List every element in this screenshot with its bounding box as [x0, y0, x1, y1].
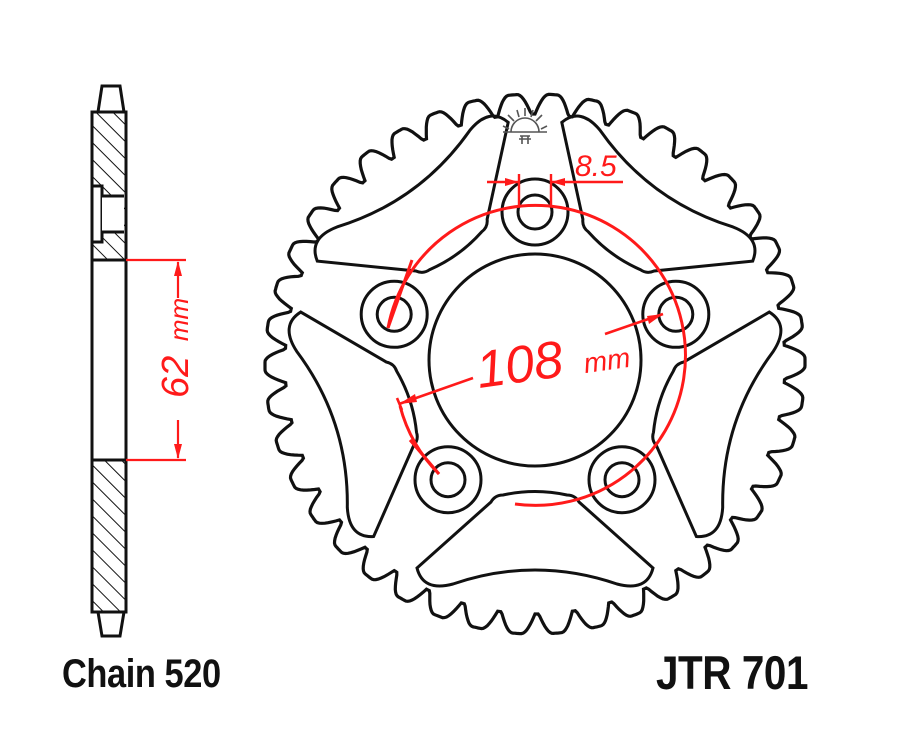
- lightening-cutout: [415, 490, 655, 588]
- bolt-hole: [429, 461, 467, 499]
- hub-bore-value: 62 mm: [155, 298, 197, 398]
- bolt-hole: [516, 193, 554, 231]
- bolt-hole-value: 8.5: [575, 150, 617, 183]
- bolt-circle-value: 108 mm: [473, 321, 633, 400]
- bolt-boss-ring: [500, 177, 570, 247]
- bolt-boss-ring: [587, 445, 657, 515]
- lightening-cutout: [560, 114, 757, 274]
- sprocket-front-view: 108 mm 8.5: [263, 92, 807, 636]
- part-number-label: JTR 701: [656, 646, 809, 699]
- bolt-boss-ring: [641, 279, 711, 349]
- jt-sunrise-logo-icon: [502, 108, 548, 144]
- hub-bore-dimension: [126, 258, 186, 462]
- bolt-hole: [603, 461, 641, 499]
- bolt-circle-arc: [386, 203, 687, 507]
- center-bore: [427, 252, 643, 468]
- lightening-cutout: [313, 114, 510, 274]
- bolt-boss-ring: [359, 279, 429, 349]
- chain-size-label: Chain 520: [62, 652, 221, 696]
- side-profile-view: [90, 84, 128, 638]
- bolt-boss-ring: [413, 445, 483, 515]
- bolt-hole: [375, 295, 413, 333]
- bolt-circle-dimension: [395, 312, 664, 411]
- bolt-hole-dimension: [487, 174, 623, 206]
- lightening-cutout: [651, 310, 783, 539]
- lightening-cutout: [287, 310, 419, 539]
